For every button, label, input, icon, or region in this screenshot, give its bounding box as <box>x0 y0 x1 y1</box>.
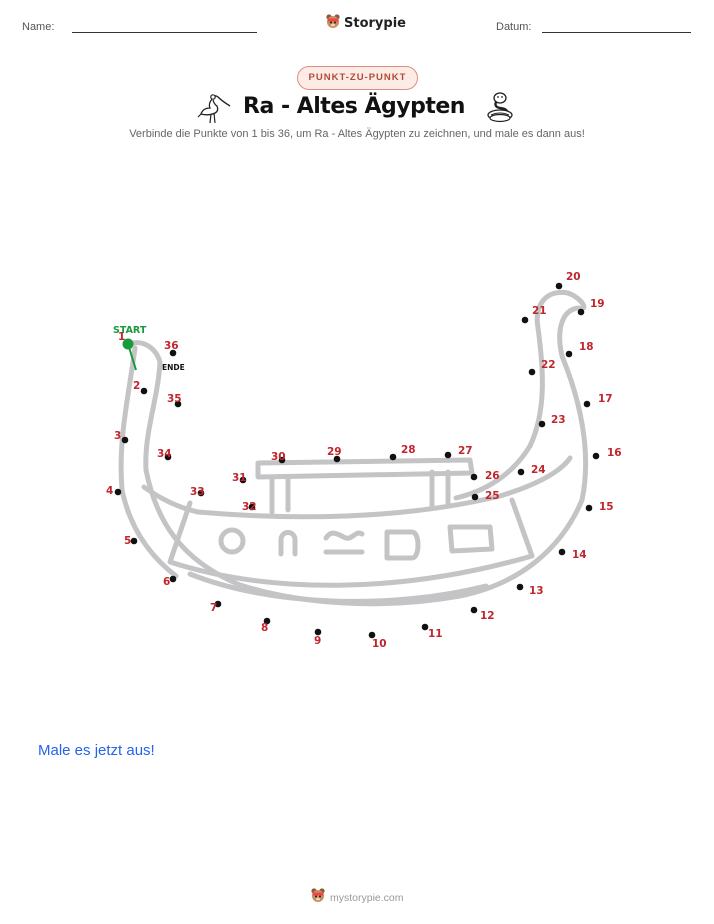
dot-number-22: 22 <box>541 359 556 371</box>
dot-23 <box>538 420 546 428</box>
dot-number-18: 18 <box>579 341 594 353</box>
dot-number-2: 2 <box>133 380 140 392</box>
dot-27 <box>444 451 452 459</box>
dot-number-25: 25 <box>485 490 500 502</box>
dot-3 <box>121 436 129 444</box>
brand-name: Storypie <box>344 16 406 31</box>
dot-number-32: 32 <box>242 501 257 513</box>
dot-20 <box>555 282 563 290</box>
dot-16 <box>592 452 600 460</box>
dot-7 <box>214 600 222 608</box>
dot-number-21: 21 <box>532 305 547 317</box>
color-it-prompt: Male es jetzt aus! <box>38 742 155 759</box>
dot-number-24: 24 <box>531 464 546 476</box>
dot-14 <box>558 548 566 556</box>
dot-number-36: 36 <box>164 340 179 352</box>
dot-number-10: 10 <box>372 638 387 650</box>
dot-number-33: 33 <box>190 486 205 498</box>
dot-number-12: 12 <box>480 610 495 622</box>
dot-number-1: 1 <box>118 331 125 343</box>
dot-number-35: 35 <box>167 393 182 405</box>
dot-34 <box>164 453 172 461</box>
dot-30 <box>278 456 286 464</box>
dot-22 <box>528 368 536 376</box>
dot-28 <box>389 453 397 461</box>
dot-31 <box>239 476 247 484</box>
dot-number-31: 31 <box>232 472 247 484</box>
dot-5 <box>130 537 138 545</box>
dot-36 <box>169 349 177 357</box>
dot-number-5: 5 <box>124 535 131 547</box>
brand-header: Storypie <box>325 13 406 34</box>
dot-6 <box>169 575 177 583</box>
dot-13 <box>516 583 524 591</box>
dot-24 <box>517 468 525 476</box>
dot-number-4: 4 <box>106 485 113 497</box>
footer-url[interactable]: mystorypie.com <box>330 891 404 904</box>
dot-number-13: 13 <box>529 585 544 597</box>
dot-number-14: 14 <box>572 549 587 561</box>
dot-4 <box>114 488 122 496</box>
dot-number-27: 27 <box>458 445 473 457</box>
dot-15 <box>585 504 593 512</box>
dot-33 <box>197 489 205 497</box>
cobra-icon <box>485 91 515 128</box>
dot-number-28: 28 <box>401 444 416 456</box>
start-dot <box>122 338 134 350</box>
dot-number-26: 26 <box>485 470 500 482</box>
dot-number-8: 8 <box>261 622 268 634</box>
ibis-icon <box>197 92 233 129</box>
bear-logo-icon <box>310 887 326 908</box>
dot-17 <box>583 400 591 408</box>
bear-logo-icon <box>325 13 341 34</box>
dot-25 <box>471 493 479 501</box>
boat-outline <box>118 289 589 607</box>
dot-11 <box>421 623 429 631</box>
end-label: ENDE <box>162 363 185 372</box>
dot-number-11: 11 <box>428 628 443 640</box>
page-title: Ra - Altes Ägypten <box>243 94 465 119</box>
dot-number-9: 9 <box>314 635 321 647</box>
start-label: START <box>113 325 147 336</box>
dot-8 <box>263 617 271 625</box>
dot-number-16: 16 <box>607 447 622 459</box>
name-label: Name: <box>22 21 55 33</box>
dot-19 <box>577 308 585 316</box>
dot-number-15: 15 <box>599 501 614 513</box>
dot-29 <box>333 455 341 463</box>
dot-number-7: 7 <box>210 602 217 614</box>
instructions: Verbinde die Punkte von 1 bis 36, um Ra … <box>129 128 585 140</box>
dot-number-34: 34 <box>157 448 172 460</box>
dot-number-30: 30 <box>271 451 286 463</box>
dot-number-3: 3 <box>114 430 121 442</box>
dot-10 <box>368 631 376 639</box>
dot-number-19: 19 <box>590 298 605 310</box>
dot-18 <box>565 350 573 358</box>
date-label: Datum: <box>496 21 532 33</box>
name-line[interactable] <box>72 32 257 33</box>
dot-32 <box>248 503 256 511</box>
dot-number-6: 6 <box>163 576 170 588</box>
dot-2 <box>140 387 148 395</box>
dot-26 <box>470 473 478 481</box>
dot-number-20: 20 <box>566 271 581 283</box>
dot-number-17: 17 <box>598 393 613 405</box>
dot-number-29: 29 <box>327 446 342 458</box>
dot-number-23: 23 <box>551 414 566 426</box>
dot-12 <box>470 606 478 614</box>
activity-type-badge: PUNKT-ZU-PUNKT <box>297 66 418 90</box>
dot-9 <box>314 628 322 636</box>
footer: mystorypie.com <box>310 887 404 908</box>
date-line[interactable] <box>542 32 691 33</box>
dot-21 <box>521 316 529 324</box>
dot-35 <box>174 400 182 408</box>
